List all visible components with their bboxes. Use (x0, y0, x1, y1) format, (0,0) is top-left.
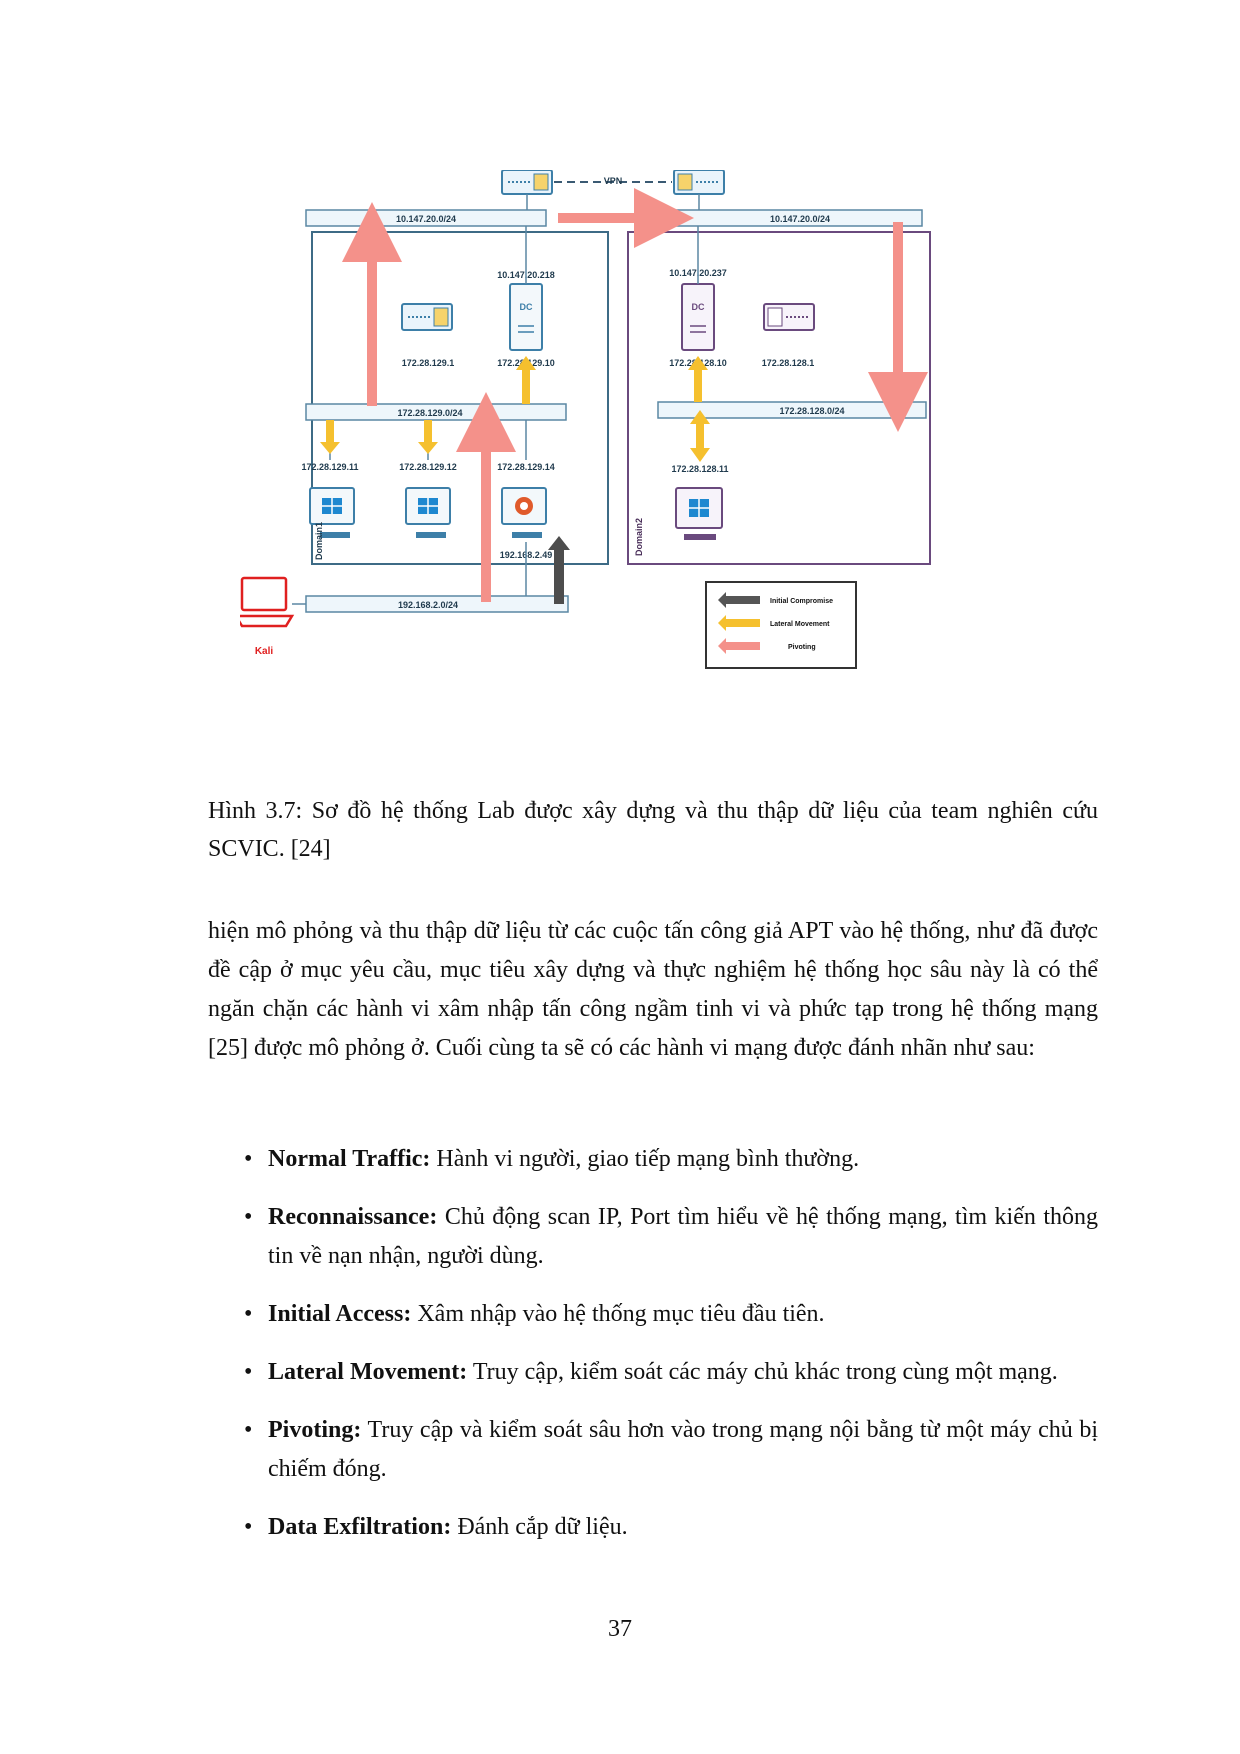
domain1-router-ip-label: 172.28.129.1 (402, 358, 455, 368)
domain1-host-11-windows-pc-icon (309, 487, 355, 538)
legend-pivoting-swatch (718, 638, 760, 654)
list-item-text: Truy cập và kiểm soát sâu hơn vào trong … (268, 1417, 1098, 1482)
bullet-icon: • (244, 1301, 253, 1327)
bullet-icon: • (244, 1514, 253, 1540)
kali-laptop-icon (240, 576, 295, 628)
domain1-dc-server-icon: DC (509, 283, 543, 351)
legend-lateral-movement-label: Lateral Movement (770, 621, 830, 628)
figure-caption: Hình 3.7: Sơ đồ hệ thống Lab được xây dự… (208, 798, 1098, 862)
lateral-arrow-to-dc1 (516, 356, 536, 404)
list-item-text: Đánh cắp dữ liệu. (457, 1514, 628, 1540)
list-item: • Reconnaissance: Chủ động scan IP, Port … (208, 1198, 1098, 1276)
list-item-text: Hành vi người, giao tiếp mạng bình thườn… (436, 1146, 860, 1172)
list-item: • Initial Access: Xâm nhập vào hệ thống m… (208, 1295, 1098, 1334)
domain1-wan-subnet-label: 10.147.20.0/24 (396, 214, 456, 224)
domain2-router-ip-label: 172.28.128.1 (762, 358, 815, 368)
list-item-text: Truy cập, kiểm soát các máy chủ khác tro… (472, 1359, 1058, 1385)
bullet-icon: • (244, 1359, 253, 1385)
initial-compromise-arrow (548, 536, 570, 604)
domain1-lan-subnet-label: 172.28.129.0/24 (397, 408, 462, 418)
page-number: 37 (608, 1616, 632, 1642)
domain2-host-windows-pc-icon (675, 487, 723, 540)
domain1-name-label: Domain1 (314, 522, 324, 560)
domain2-firewall-icon (673, 170, 725, 195)
lateral-arrow-to-host11 (320, 420, 340, 454)
lateral-arrow-to-dc2 (688, 356, 708, 402)
domain2-dc-label: DC (692, 302, 705, 312)
list-item-term: Reconnaissance: (268, 1204, 438, 1230)
bullet-icon: • (244, 1417, 253, 1443)
list-item-term: Data Exfiltration: (268, 1514, 452, 1540)
domain2-host-ip: 172.28.128.11 (671, 464, 728, 474)
vpn-label: VPN (604, 176, 623, 186)
legend-lateral-movement-swatch (718, 615, 760, 631)
domain2-name-label: Domain2 (634, 518, 644, 556)
domain1-host-14-ubuntu-pc-icon (501, 487, 547, 538)
label-list: • Normal Traffic: Hành vi người, giao tiế… (208, 1140, 1098, 1566)
list-item-term: Initial Access: (268, 1301, 412, 1327)
domain1-host-12-ip: 172.28.129.12 (399, 462, 457, 472)
lateral-arrow-to-host12 (418, 420, 438, 454)
kali-label: Kali (255, 646, 274, 657)
network-diagram: 10.147.20.0/24 10.147.20.0/24 VPN 10.147… (240, 170, 931, 669)
domain2-router-icon (763, 303, 815, 331)
list-item: • Lateral Movement: Truy cập, kiểm soát c… (208, 1353, 1098, 1392)
domain2-dc-server-icon: DC (681, 283, 715, 351)
body-paragraph: hiện mô phỏng và thu thập dữ liệu từ các… (208, 918, 1098, 1061)
list-item-term: Normal Traffic: (268, 1146, 431, 1172)
domain1-host-14-ip: 172.28.129.14 (497, 462, 555, 472)
domain1-host-12-windows-pc-icon (405, 487, 451, 538)
lateral-arrow-to-host2 (690, 410, 710, 462)
legend-initial-compromise-label: Initial Compromise (770, 598, 833, 605)
domain2-wan-subnet-label: 10.147.20.0/24 (770, 214, 830, 224)
bullet-icon: • (244, 1204, 253, 1230)
domain1-host-11-ip: 172.28.129.11 (301, 462, 358, 472)
bullet-icon: • (244, 1146, 253, 1172)
list-item: • Normal Traffic: Hành vi người, giao tiế… (208, 1140, 1098, 1179)
network-diagram-figure: 10.147.20.0/24 10.147.20.0/24 VPN 10.147… (240, 170, 1080, 760)
list-item: • Pivoting: Truy cập và kiểm soát sâu hơn… (208, 1411, 1098, 1489)
list-item-text: Chủ động scan IP, Port tìm hiểu về hệ th… (268, 1204, 1099, 1269)
legend-initial-compromise-swatch (718, 592, 760, 608)
domain2-box (627, 231, 931, 565)
legend-pivoting-label: Pivoting (788, 644, 816, 651)
ext-subnet-label: 192.168.2.0/24 (398, 600, 458, 610)
domain1-router-icon (401, 303, 453, 331)
list-item-term: Lateral Movement: (268, 1359, 468, 1385)
domain2-lan-subnet-label: 172.28.128.0/24 (779, 406, 844, 416)
list-item: • Data Exfiltration: Đánh cắp dữ liệu. (208, 1508, 1098, 1547)
domain1-box (311, 231, 609, 565)
list-item-term: Pivoting: (268, 1417, 362, 1443)
domain1-firewall-icon (501, 170, 553, 195)
domain1-dc-label: DC (520, 302, 533, 312)
list-item-text: Xâm nhập vào hệ thống mục tiêu đầu tiên. (417, 1301, 825, 1327)
